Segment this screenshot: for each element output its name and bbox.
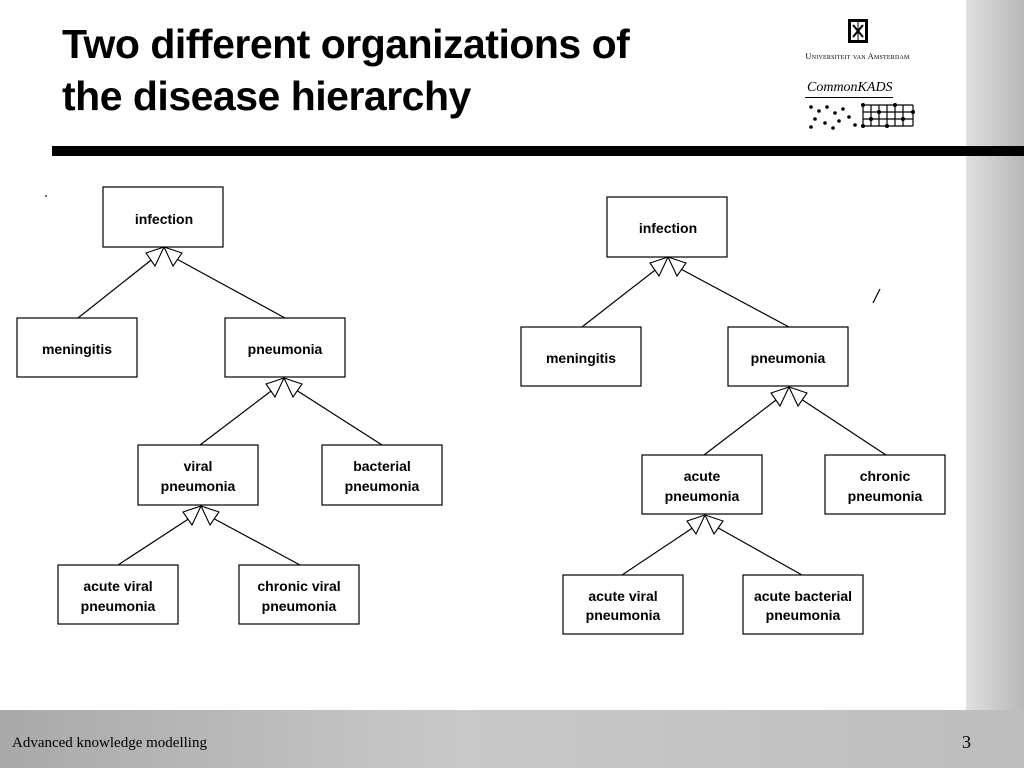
left-viral-pneumonia-box <box>137 444 259 506</box>
left-pneumonia-arrowhead-a <box>265 377 286 399</box>
left-viral-arrowhead-b <box>199 505 220 527</box>
right-infection-arrowhead-a <box>649 256 670 278</box>
right-acute-arrowhead-b <box>703 514 724 536</box>
left-hierarchy: infection meningitis pneumonia viral pne… <box>16 186 443 625</box>
right-pneumonia-arrowhead-b <box>787 386 808 408</box>
right-acute-bacterial-label-line2: pneumonia <box>766 607 841 623</box>
university-name: Universiteit van Amsterdam <box>805 51 910 61</box>
left-pneumonia-arrowhead-b <box>282 377 303 399</box>
left-viral-arrowhead-a <box>182 505 203 527</box>
right-hierarchy: infection meningitis pneumonia acute pne… <box>520 196 946 635</box>
right-pneumonia-label: pneumonia <box>751 350 826 366</box>
left-bacterial-label-line2: pneumonia <box>345 478 420 494</box>
university-logo: Universiteit van Amsterdam <box>800 18 915 61</box>
stray-slash-mark <box>872 288 881 304</box>
right-acute-label-line1: acute <box>684 468 721 484</box>
slide-title-line-2: the disease hierarchy <box>62 73 471 119</box>
stray-dot-mark <box>45 195 47 197</box>
title-underline-rule <box>52 146 1024 156</box>
left-meningitis-box <box>16 317 138 378</box>
right-acute-pneumonia-box <box>641 454 763 515</box>
right-chronic-pneumonia-box <box>824 454 946 515</box>
right-chronic-label-line2: pneumonia <box>848 488 923 504</box>
right-chronic-label-line1: chronic <box>860 468 911 484</box>
right-pneumonia-arrowhead-a <box>770 386 791 408</box>
right-infection-arrowhead-b <box>666 256 687 278</box>
right-acute-viral-label-line1: acute viral <box>588 588 657 604</box>
bottom-decorative-band <box>0 710 1024 768</box>
right-acute-arrowhead-a <box>686 514 707 536</box>
commonkads-logo: CommonKADS <box>805 78 920 131</box>
left-meningitis-label: meningitis <box>42 341 112 357</box>
left-acute-viral-label-line2: pneumonia <box>81 598 156 614</box>
right-meningitis-label: meningitis <box>546 350 616 366</box>
right-pneumonia-box <box>727 326 849 387</box>
left-viral-label-line1: viral <box>184 458 213 474</box>
commonkads-wordmark: CommonKADS <box>805 80 893 98</box>
left-viral-label-line2: pneumonia <box>161 478 236 494</box>
page-number: 3 <box>962 732 971 752</box>
right-meningitis-box <box>520 326 642 387</box>
left-acute-viral-pneumonia-box <box>57 564 179 625</box>
right-acute-viral-pneumonia-box <box>562 574 684 635</box>
right-acute-viral-label-line2: pneumonia <box>586 607 661 623</box>
left-bacterial-label-line1: bacterial <box>353 458 411 474</box>
left-chronic-viral-label-line1: chronic viral <box>257 578 340 594</box>
right-acute-label-line2: pneumonia <box>665 488 740 504</box>
left-pneumonia-label: pneumonia <box>248 341 323 357</box>
left-chronic-viral-label-line2: pneumonia <box>262 598 337 614</box>
left-bacterial-pneumonia-box <box>321 444 443 506</box>
left-infection-arrowhead-a <box>145 246 166 268</box>
right-acute-bacterial-label-line1: acute bacterial <box>754 588 852 604</box>
left-acute-viral-label-line1: acute viral <box>83 578 152 594</box>
left-infection-arrowhead-b <box>162 246 183 268</box>
left-infection-label: infection <box>135 211 193 227</box>
left-infection-box <box>102 186 224 248</box>
footer-course-title: Advanced knowledge modelling <box>12 735 207 751</box>
right-infection-box <box>606 196 728 258</box>
slide-title-line-1: Two different organizations of <box>62 21 630 67</box>
slide-title: Two different organizations of the disea… <box>62 18 762 122</box>
commonkads-grid-icon <box>809 103 915 130</box>
left-pneumonia-box <box>224 317 346 378</box>
right-decorative-band <box>966 0 1024 768</box>
right-acute-bacterial-pneumonia-box <box>742 574 864 635</box>
university-crest-icon <box>847 19 868 43</box>
right-infection-label: infection <box>639 220 697 236</box>
left-chronic-viral-pneumonia-box <box>238 564 360 625</box>
